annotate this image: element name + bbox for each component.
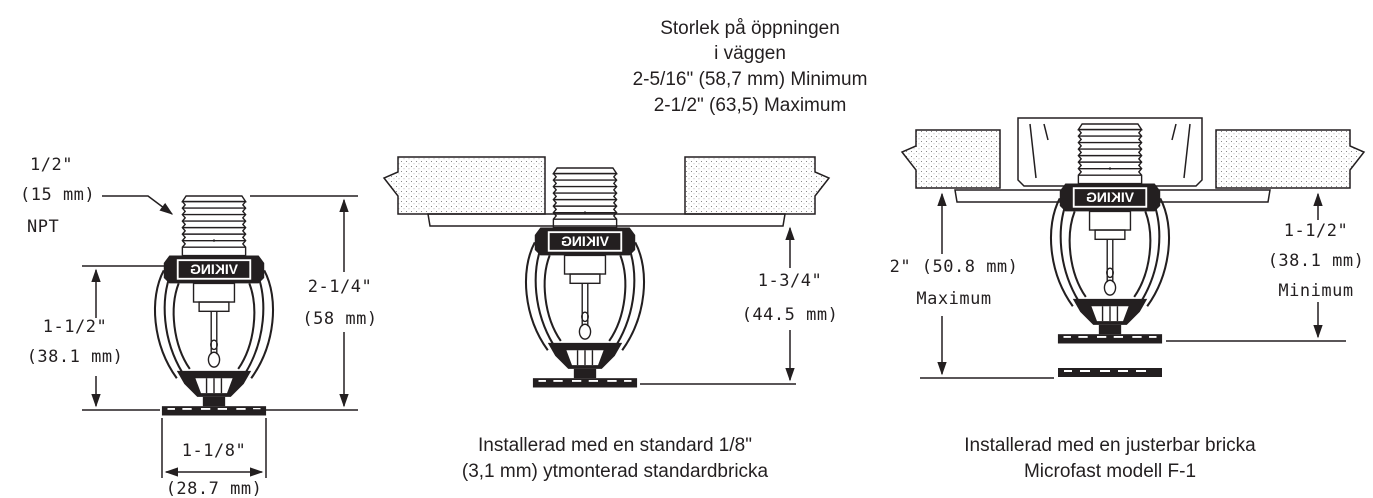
escutcheon-plate xyxy=(427,213,786,227)
thread-mm-label: (15 mm) xyxy=(20,185,95,205)
wall-right xyxy=(1215,129,1366,189)
caption-line: i väggen xyxy=(714,43,786,64)
middle-caption-line1: Installerad med en standard 1/8" xyxy=(478,435,752,456)
deflector-max-position xyxy=(1058,368,1162,377)
wall-left xyxy=(900,129,1001,189)
thread-leader xyxy=(102,195,174,215)
right-caption-line2: Microfast modell F-1 xyxy=(1024,461,1196,482)
cup-details xyxy=(1029,123,1191,179)
wall-opening-caption: Storlek på öppningen i väggen 2-5/16" (5… xyxy=(633,18,868,116)
deflector-mm-label: (28.7 mm) xyxy=(166,479,263,498)
max-in-label: 2" (50.8 mm) xyxy=(890,257,1019,277)
deflector-extension-lines xyxy=(161,418,267,478)
sprinkler-drawing: VIKING xyxy=(1049,122,1171,345)
viking-logo: VIKING xyxy=(1086,189,1134,205)
right-sprinkler-figure: VIKING 2" (50.8 mm) Maximum 1-1/2" (38.1… xyxy=(880,117,1372,482)
escutcheon-plate xyxy=(954,189,1271,203)
min-in-label: 1-1/2" xyxy=(1284,221,1348,241)
body-in-label: 1-1/2" xyxy=(43,317,107,337)
sprinkler-drawing: VIKING xyxy=(524,166,646,389)
thread-type-label: NPT xyxy=(27,217,59,237)
left-sprinkler-figure: VIKING 1/2" (15 mm) NPT 2-1/4" (58 mm) 1… xyxy=(20,155,390,498)
wall-right xyxy=(684,156,831,215)
sprinkler-drawing: VIKING xyxy=(153,194,275,417)
middle-caption-line2: (3,1 mm) ytmonterad standardbricka xyxy=(462,461,769,482)
caption-line: Storlek på öppningen xyxy=(660,18,840,39)
caption-line: 2-5/16" (58,7 mm) Minimum xyxy=(633,69,868,90)
height-mm-label: (58 mm) xyxy=(302,309,377,329)
height-extension-lines xyxy=(250,195,358,411)
body-extension-lines xyxy=(82,265,168,411)
height-in-label: 2-1/4" xyxy=(308,277,372,297)
caption-line: 2-1/2" (63,5) Maximum xyxy=(654,95,847,116)
adjustable-cup xyxy=(1017,117,1203,187)
middle-sprinkler-figure: VIKING 1-3/4" (44.5 mm) Installerad med … xyxy=(382,156,845,482)
drop-in-label: 1-3/4" xyxy=(758,271,822,291)
max-label: Maximum xyxy=(916,289,991,309)
wall-left xyxy=(382,156,546,215)
viking-logo: VIKING xyxy=(561,233,609,249)
viking-logo: VIKING xyxy=(190,261,238,277)
drop-mm-label: (44.5 mm) xyxy=(742,305,839,325)
right-caption-line1: Installerad med en justerbar bricka xyxy=(964,435,1256,456)
deflector-in-label: 1-1/8" xyxy=(182,441,246,461)
body-mm-label: (38.1 mm) xyxy=(27,347,124,367)
min-mm-label: (38.1 mm) xyxy=(1268,251,1365,271)
min-label: Minimum xyxy=(1278,281,1353,301)
thread-size-label: 1/2" xyxy=(30,155,73,175)
